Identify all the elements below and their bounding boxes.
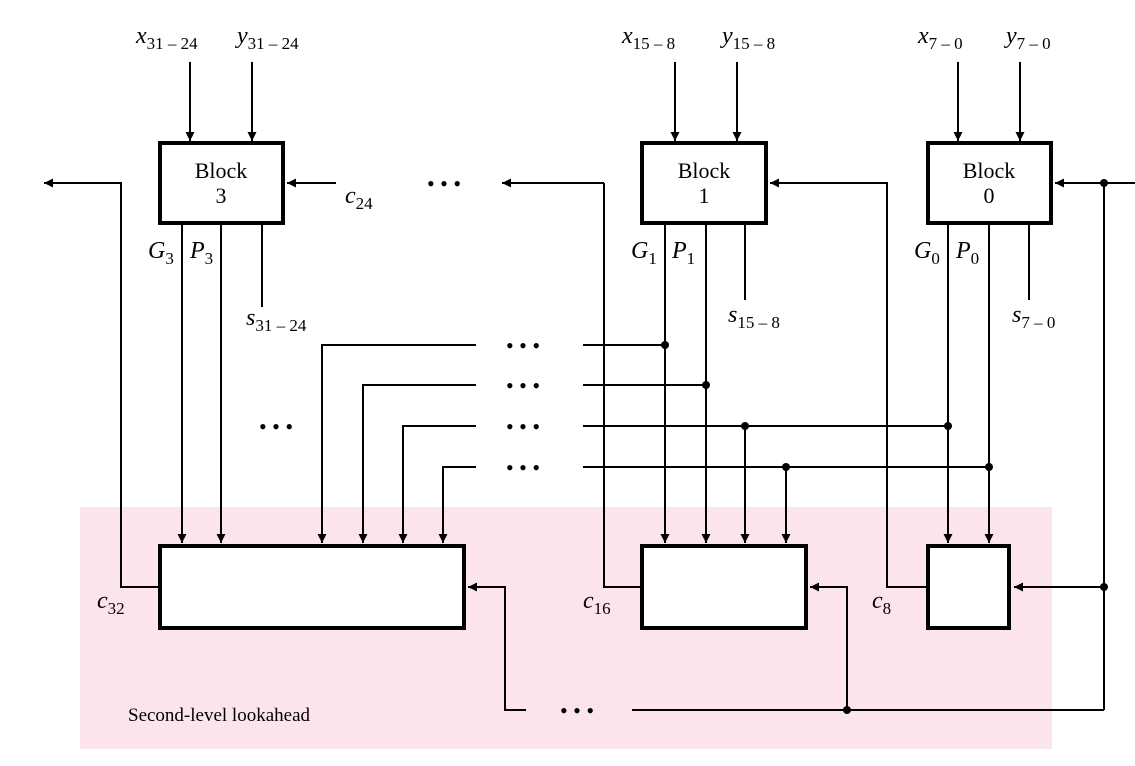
- c16-label: c16: [583, 588, 611, 618]
- ellipsis-bus-4: • • •: [506, 455, 540, 480]
- lookahead-box-large: [158, 544, 466, 630]
- g3-label: G3: [148, 238, 174, 268]
- bus-p1-junction: [702, 381, 710, 389]
- bus-g1-junction: [661, 341, 669, 349]
- c0-to-middle-box: [810, 582, 848, 710]
- bus-g0-junction: [944, 422, 952, 430]
- lookahead-box-middle: [640, 544, 808, 630]
- block-1: Block 1: [640, 141, 768, 225]
- g0-label: G0: [914, 238, 940, 268]
- block-1-number: 1: [699, 183, 710, 208]
- block-0-title: Block: [963, 158, 1016, 183]
- lookahead-box-small: [926, 544, 1011, 630]
- c0-to-large-box: [468, 582, 526, 711]
- ellipsis-bus-2: • • •: [506, 373, 540, 398]
- block-0-number: 0: [984, 183, 995, 208]
- g1-label: G1: [631, 238, 657, 268]
- block-3-number: 3: [216, 183, 227, 208]
- x3-label: x31 – 24: [135, 23, 198, 53]
- ellipsis-bus-3: • • •: [506, 414, 540, 439]
- y1-label: y15 – 8: [720, 23, 775, 53]
- s3-label: s31 – 24: [246, 305, 307, 335]
- ellipsis-left: • • •: [259, 414, 293, 439]
- p3-label: P3: [189, 238, 213, 268]
- block-0-box: [926, 141, 1053, 225]
- p0-label: P0: [955, 238, 979, 268]
- second-level-lookahead-label: Second-level lookahead: [128, 705, 311, 726]
- x0-label: x7 – 0: [917, 23, 963, 53]
- c24-label: c24: [345, 183, 373, 213]
- s0-label: s7 – 0: [1012, 302, 1055, 332]
- c32-output-wire: [44, 178, 160, 588]
- y0-label: y7 – 0: [1004, 23, 1051, 53]
- ellipsis-bus-1: • • •: [506, 333, 540, 358]
- bus-p0-left: [438, 466, 476, 543]
- ellipsis-bottom: • • •: [560, 698, 594, 723]
- s1-label: s15 – 8: [728, 302, 780, 332]
- c8-wire: [770, 178, 926, 588]
- bus-p1-left: [358, 384, 476, 543]
- x1-label: x15 – 8: [621, 23, 675, 53]
- block-3-box: [158, 141, 285, 225]
- block-3-title: Block: [195, 158, 248, 183]
- block-1-box: [640, 141, 768, 225]
- block-3: Block 3: [158, 141, 285, 225]
- bus-g0-left: [398, 425, 476, 543]
- c16-wire: [603, 183, 642, 588]
- c8-label: c8: [872, 588, 891, 618]
- bus-p0-junction: [985, 463, 993, 471]
- p1-label: P1: [671, 238, 695, 268]
- block-0: Block 0: [926, 141, 1053, 225]
- bus-g1-left: [317, 344, 476, 543]
- y3-label: y31 – 24: [235, 23, 299, 53]
- c32-label: c32: [97, 588, 125, 618]
- block-1-title: Block: [678, 158, 731, 183]
- ellipsis-top: • • •: [427, 171, 461, 196]
